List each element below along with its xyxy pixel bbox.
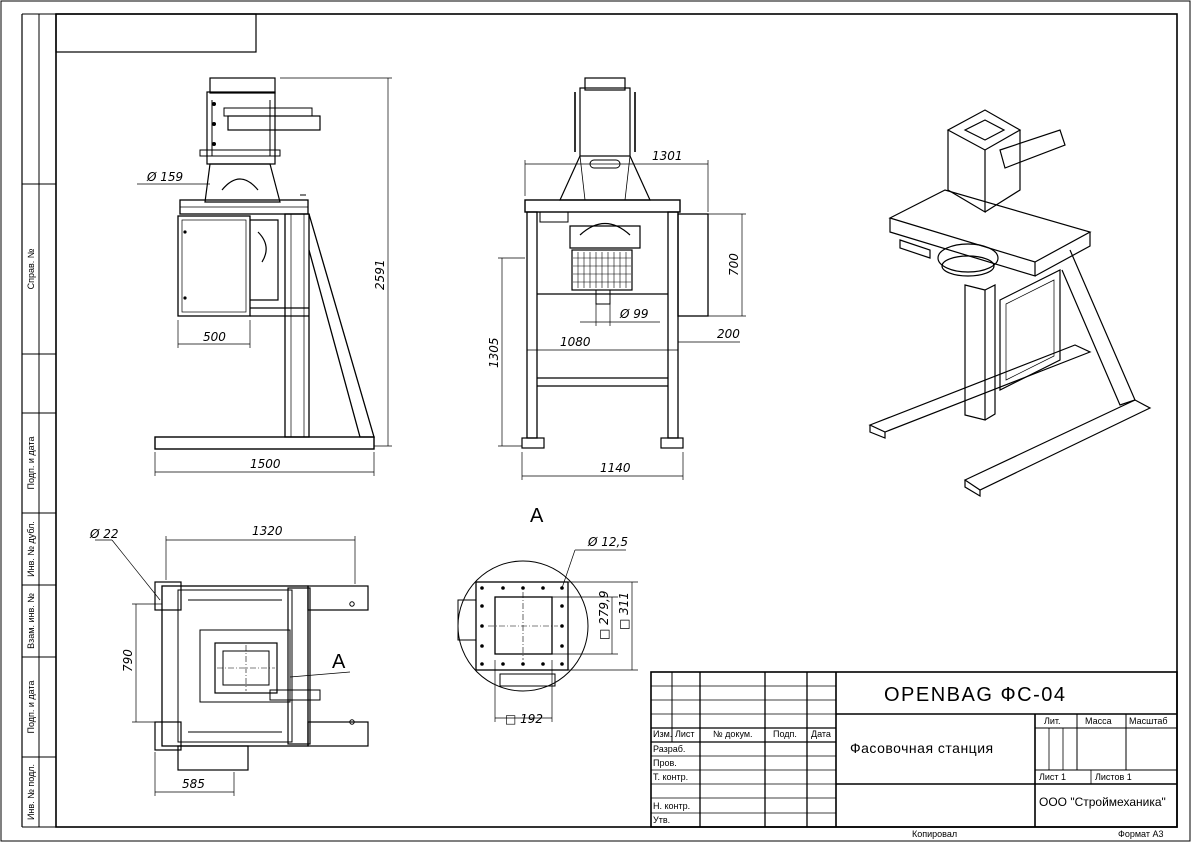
row-utv: Утв. <box>653 815 670 825</box>
side-view: Ø 159 500 2591 1500 <box>137 77 392 476</box>
dim-detail-d12: Ø 12,5 <box>587 535 628 549</box>
detail-a-title: А <box>530 505 544 527</box>
dim-front-d99: Ø 99 <box>619 307 649 321</box>
designation: OPENBAG ФС-04 <box>884 684 1067 706</box>
row-nkontr: Н. контр. <box>653 801 690 811</box>
top-left-stamp <box>55 13 257 53</box>
lit-label: Лит. <box>1044 716 1061 726</box>
dim-top-585: 585 <box>182 777 205 791</box>
dim-top-1320: 1320 <box>252 524 283 538</box>
dim-front-1305: 1305 <box>487 337 501 368</box>
dim-front-1080: 1080 <box>560 335 591 349</box>
stamp-vzam: Взам. инв. № <box>26 593 36 649</box>
dim-front-1301: 1301 <box>652 149 683 163</box>
dim-detail-279: □ 279,9 <box>597 590 611 640</box>
dim-top-790: 790 <box>121 649 135 672</box>
drawing-name: Фасовочная станция <box>850 740 994 756</box>
dim-side-d159: Ø 159 <box>146 170 183 184</box>
dim-detail-192: □ 192 <box>505 712 543 726</box>
dim-side-1500: 1500 <box>250 457 281 471</box>
col-doc: № докум. <box>713 729 753 739</box>
col-izm: Изм. <box>653 729 672 739</box>
stamp-podp-2: Подп. и дата <box>26 680 36 733</box>
col-podp: Подп. <box>773 729 797 739</box>
callout-a: А <box>332 651 346 673</box>
sheet-label: Лист 1 <box>1039 772 1066 782</box>
sheets-label: Листов 1 <box>1095 772 1132 782</box>
col-list: Лист <box>675 729 695 739</box>
title-block: Изм. Лист № докум. Подп. Дата Разраб. Пр… <box>650 671 1178 828</box>
stamp-podp-1: Подп. и дата <box>26 436 36 489</box>
dim-detail-311: □ 311 <box>617 592 631 630</box>
detail-a-view: А Ø 12,5 □ 279,9 □ 311 □ 192 <box>457 505 638 726</box>
row-prov: Пров. <box>653 758 677 768</box>
dim-front-700: 700 <box>727 253 741 276</box>
stamp-inv-dubl: Инв. № дубл. <box>26 521 36 577</box>
copied-label: Копировал <box>912 829 957 839</box>
row-razrab: Разраб. <box>653 744 685 754</box>
stamp-sprav: Справ. № <box>26 248 36 289</box>
front-view: 1301 700 Ø 99 200 1080 1305 1140 <box>487 77 746 480</box>
dim-front-1140: 1140 <box>600 461 631 475</box>
dim-side-500: 500 <box>203 330 226 344</box>
isometric-view <box>868 109 1152 498</box>
top-view: Ø 22 1320 790 585 А <box>89 524 369 796</box>
dim-side-2591: 2591 <box>373 259 387 290</box>
col-date: Дата <box>811 729 831 739</box>
scale-label: Масштаб <box>1129 716 1168 726</box>
row-tkontr: Т. контр. <box>653 772 688 782</box>
company-name: ООО "Строймеханика" <box>1039 795 1166 809</box>
stamp-inv-podl: Инв. № подл. <box>26 764 36 820</box>
mass-label: Масса <box>1085 716 1112 726</box>
format-label: Формат A3 <box>1118 829 1163 839</box>
dim-top-d22: Ø 22 <box>89 527 119 541</box>
dim-front-200: 200 <box>717 327 740 341</box>
left-margin-stamps: Справ. № Подп. и дата Инв. № дубл. Взам.… <box>21 13 56 828</box>
drawing-frame <box>55 13 1178 828</box>
